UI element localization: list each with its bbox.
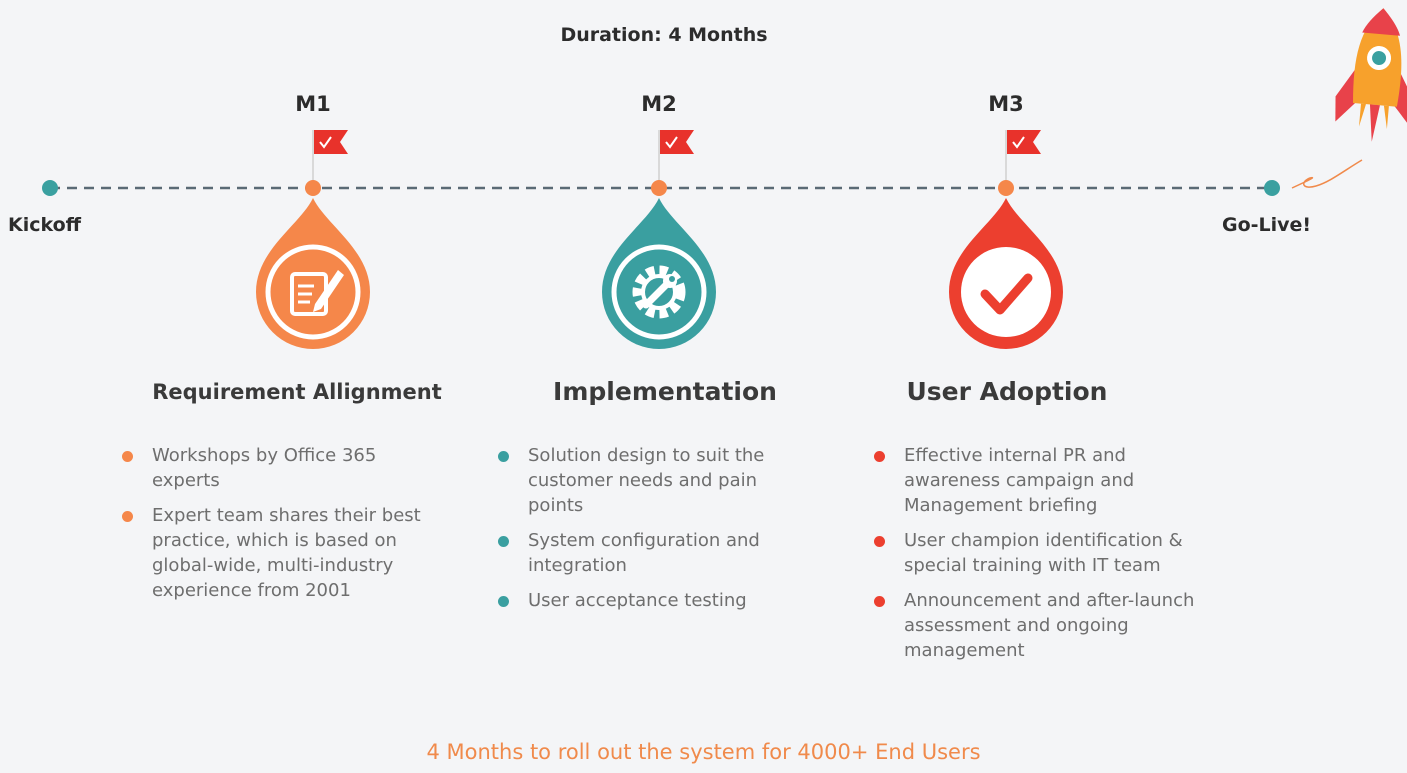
milestone-label-m1: M1 [295, 92, 331, 116]
list-item: Effective internal PR and awareness camp… [874, 443, 1214, 518]
bullet-dot [874, 596, 885, 607]
bullet-text: User acceptance testing [528, 590, 747, 611]
milestone-flag-m2 [658, 130, 694, 182]
bullet-text: Announcement and after-launch assessment… [904, 590, 1195, 661]
golive-label: Go-Live! [1222, 214, 1312, 236]
bullet-text: Solution design to suit the customer nee… [528, 445, 765, 516]
bullet-text: System configuration and integration [528, 530, 760, 576]
list-item: Announcement and after-launch assessment… [874, 588, 1214, 663]
milestone-node-m3 [998, 180, 1014, 196]
list-item: Workshops by Office 365 experts [122, 443, 442, 493]
rocket-icon [1335, 8, 1407, 142]
milestone-label-m2: M2 [641, 92, 677, 116]
list-item: User champion identification & special t… [874, 528, 1214, 578]
bullet-text: User champion identification & special t… [904, 530, 1183, 576]
milestone-flag-m1 [312, 130, 348, 182]
phase-bullets-implementation: Solution design to suit the customer nee… [498, 443, 818, 623]
phase-title-user-adoption: User Adoption [906, 377, 1108, 406]
duration-title: Duration: 4 Months [560, 24, 768, 46]
phase-title-implementation: Implementation [553, 377, 777, 406]
milestone-node-m1 [305, 180, 321, 196]
bullet-dot [498, 536, 509, 547]
kickoff-node [42, 180, 58, 196]
milestone-node-m2 [651, 180, 667, 196]
list-item: Expert team shares their best practice, … [122, 503, 442, 603]
bullet-dot [122, 511, 133, 522]
milestone-label-m3: M3 [988, 92, 1024, 116]
list-item: User acceptance testing [498, 588, 818, 613]
phase-bullets-user-adoption: Effective internal PR and awareness camp… [874, 443, 1214, 673]
bullet-text: Effective internal PR and awareness camp… [904, 445, 1135, 516]
golive-node [1264, 180, 1280, 196]
checkmark-icon [949, 198, 1063, 349]
bullet-text: Workshops by Office 365 experts [152, 445, 377, 491]
phase-title-requirement: Requirement Allignment [152, 380, 442, 404]
kickoff-label: Kickoff [8, 214, 82, 236]
bullet-dot [874, 536, 885, 547]
document-pen-icon [256, 198, 370, 349]
bullet-dot [122, 451, 133, 462]
phase-bullets-requirement: Workshops by Office 365 experts Expert t… [122, 443, 442, 613]
bullet-dot [498, 451, 509, 462]
bullet-dot [874, 451, 885, 462]
footer-summary: 4 Months to roll out the system for 4000… [426, 740, 981, 764]
milestone-flag-m3 [1005, 130, 1041, 182]
bullet-text: Expert team shares their best practice, … [152, 505, 421, 601]
rocket-trail [1291, 159, 1363, 189]
list-item: System configuration and integration [498, 528, 818, 578]
list-item: Solution design to suit the customer nee… [498, 443, 818, 518]
bullet-dot [498, 596, 509, 607]
gear-wrench-icon [602, 198, 716, 349]
